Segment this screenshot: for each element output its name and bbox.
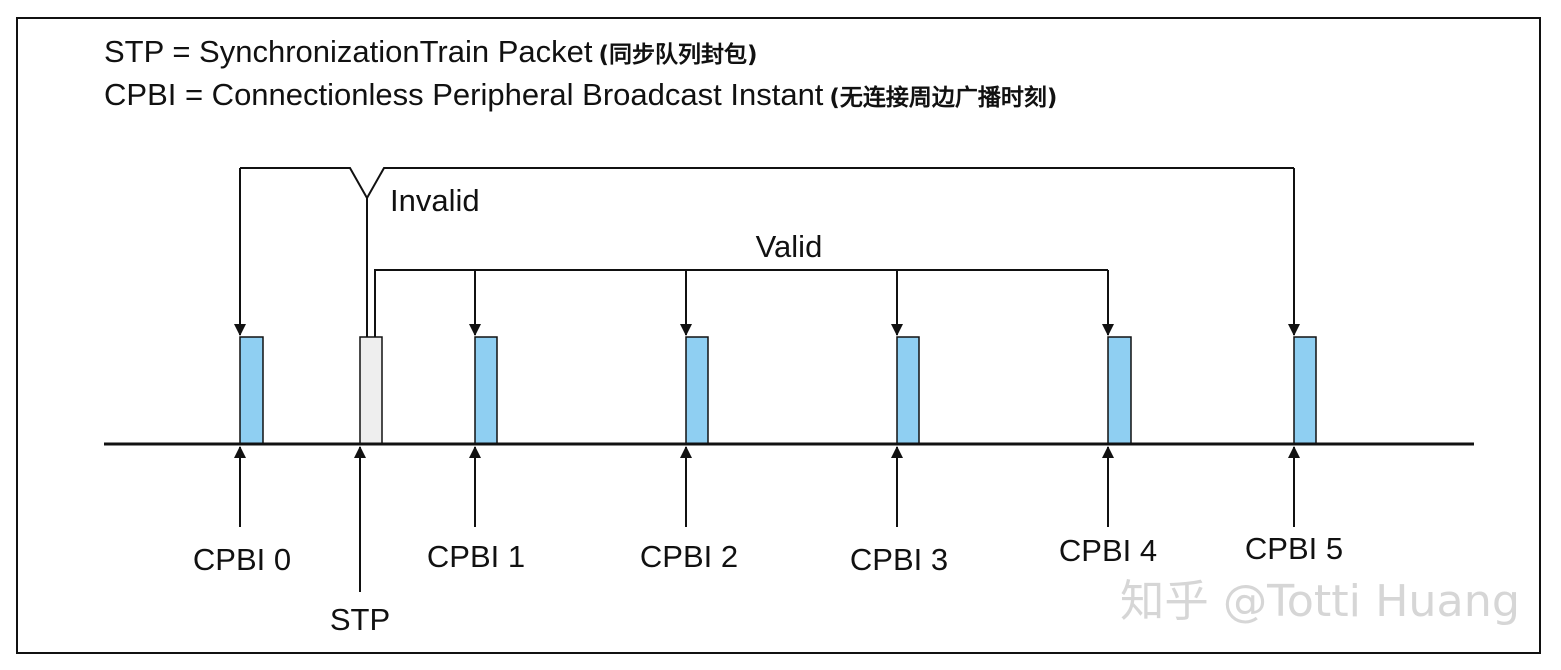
legend-stp-note: (同步队列封包) [599,41,758,68]
diagram-frame [16,17,1541,654]
invalid-bracket [234,167,1300,337]
instant-labels: CPBI 0 STP CPBI 1 CPBI 2 CPBI 3 CPBI 4 C… [193,531,1343,637]
valid-bracket-line [374,269,1108,337]
valid-label: Valid [756,229,823,264]
cpbi2-block [685,336,709,445]
legend-cpbi-note: (无连接周边广播时刻) [829,84,1057,111]
label-cpbi3: CPBI 3 [850,542,948,577]
label-cpbi4: CPBI 4 [1059,533,1157,568]
label-cpbi0: CPBI 0 [193,542,291,577]
cpbi5-block [1293,336,1317,445]
legend-cpbi-definition: CPBI = Connectionless Peripheral Broadca… [104,77,824,112]
legend-stp-definition: STP = SynchronizationTrain Packet [104,34,593,69]
legend-line-cpbi: CPBI = Connectionless Peripheral Broadca… [104,77,1057,112]
legend-line-stp: STP = SynchronizationTrain Packet(同步队列封包… [104,34,758,69]
cpbi0-block [239,336,264,445]
stp-block [359,336,383,445]
label-cpbi2: CPBI 2 [640,539,738,574]
packet-blocks [239,336,1317,445]
label-cpbi1: CPBI 1 [427,539,525,574]
cpbi1-block [474,336,498,445]
cpbi4-block [1107,336,1132,445]
label-cpbi5: CPBI 5 [1245,531,1343,566]
watermark-text: 知乎 @Totti Huang [1120,576,1520,627]
label-stp: STP [330,602,390,637]
cpbi3-block [896,336,920,445]
invalid-label: Invalid [390,183,480,218]
valid-bracket [374,269,1114,337]
instant-pointers [234,446,1300,592]
